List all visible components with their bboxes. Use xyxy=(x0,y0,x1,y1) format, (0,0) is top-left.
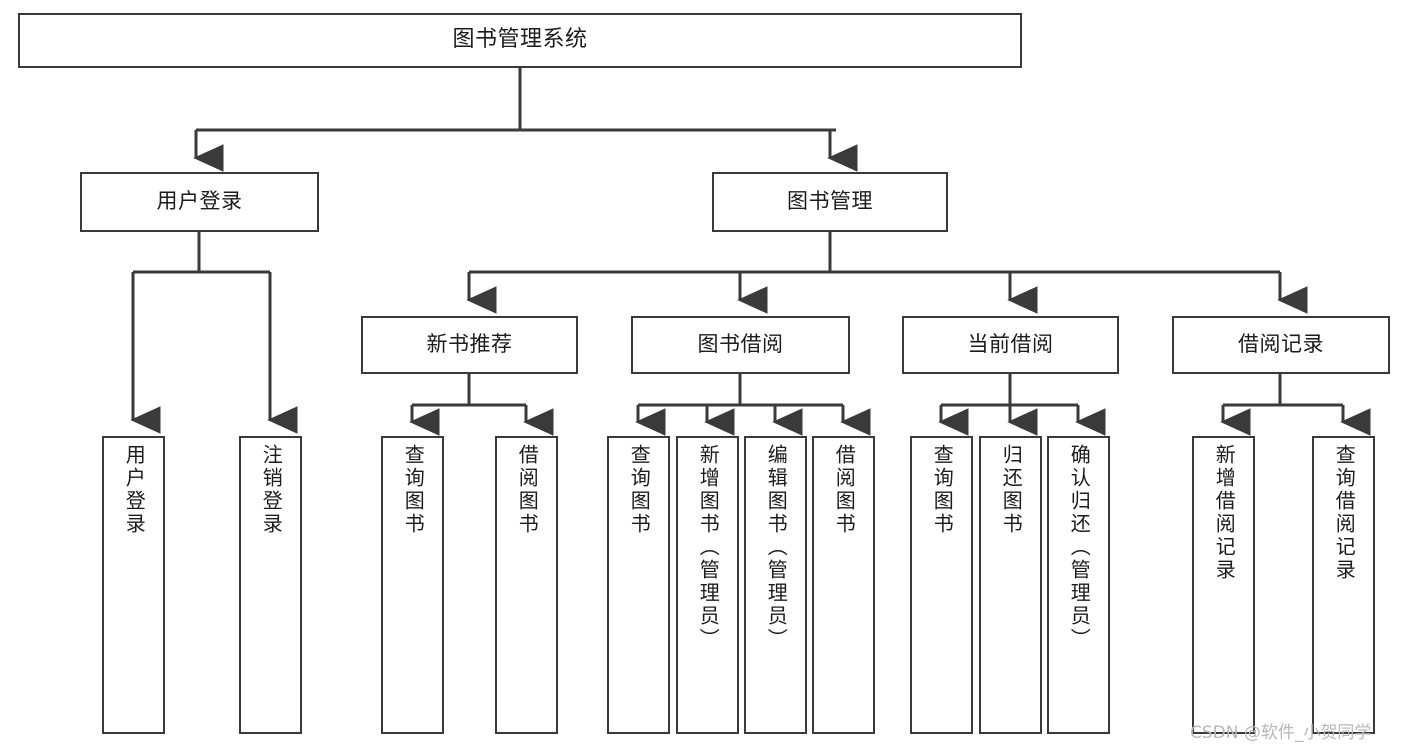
node-book-borrow-label: 图书借阅 xyxy=(697,332,784,357)
node-leaf-borrow-book-1-label: 借阅图书 xyxy=(515,444,540,536)
node-leaf-confirm-return[interactable]: 确认归还（管理员） xyxy=(1047,436,1110,734)
node-root-label: 图书管理系统 xyxy=(452,27,588,53)
node-leaf-return-book[interactable]: 归还图书 xyxy=(979,436,1042,734)
node-borrow-record-label: 借阅记录 xyxy=(1238,332,1324,357)
node-leaf-add-book-label: 新增图书（管理员） xyxy=(696,444,721,651)
node-leaf-borrow-book-1[interactable]: 借阅图书 xyxy=(495,436,558,734)
node-leaf-query-book-3-label: 查询图书 xyxy=(930,444,955,536)
node-leaf-add-record[interactable]: 新增借阅记录 xyxy=(1192,436,1255,734)
node-leaf-query-book-2-label: 查询图书 xyxy=(627,444,652,536)
node-leaf-edit-book[interactable]: 编辑图书（管理员） xyxy=(744,436,807,734)
node-leaf-user-login[interactable]: 用户登录 xyxy=(102,436,165,734)
node-new-book-recommend-label: 新书推荐 xyxy=(426,332,513,357)
node-leaf-confirm-return-label: 确认归还（管理员） xyxy=(1067,444,1092,651)
node-leaf-add-record-label: 新增借阅记录 xyxy=(1212,444,1237,582)
node-leaf-return-book-label: 归还图书 xyxy=(999,444,1024,536)
node-book-management-label: 图书管理 xyxy=(787,189,873,214)
node-leaf-query-book-1-label: 查询图书 xyxy=(401,444,426,536)
node-leaf-query-book-1[interactable]: 查询图书 xyxy=(381,436,444,734)
node-leaf-add-book[interactable]: 新增图书（管理员） xyxy=(676,436,739,734)
node-leaf-borrow-book-2[interactable]: 借阅图书 xyxy=(812,436,875,734)
node-leaf-borrow-book-2-label: 借阅图书 xyxy=(832,444,857,536)
node-borrow-record[interactable]: 借阅记录 xyxy=(1172,316,1390,374)
node-user-login-label: 用户登录 xyxy=(156,189,243,214)
node-leaf-logout-login-label: 注销登录 xyxy=(259,444,284,536)
node-current-borrow-label: 当前借阅 xyxy=(967,332,1054,357)
node-leaf-query-record[interactable]: 查询借阅记录 xyxy=(1312,436,1375,734)
node-leaf-edit-book-label: 编辑图书（管理员） xyxy=(764,444,789,651)
node-current-borrow[interactable]: 当前借阅 xyxy=(902,316,1119,374)
node-book-management[interactable]: 图书管理 xyxy=(712,172,948,232)
node-new-book-recommend[interactable]: 新书推荐 xyxy=(361,316,578,374)
node-user-login[interactable]: 用户登录 xyxy=(80,172,319,232)
node-root[interactable]: 图书管理系统 xyxy=(18,13,1022,68)
node-leaf-query-book-3[interactable]: 查询图书 xyxy=(910,436,973,734)
watermark-text: CSDN @软件_小贺同学 xyxy=(1190,723,1372,743)
node-leaf-logout-login[interactable]: 注销登录 xyxy=(239,436,302,734)
node-book-borrow[interactable]: 图书借阅 xyxy=(631,316,850,374)
node-leaf-user-login-label: 用户登录 xyxy=(122,444,147,536)
node-leaf-query-book-2[interactable]: 查询图书 xyxy=(607,436,670,734)
node-leaf-query-record-label: 查询借阅记录 xyxy=(1332,444,1357,582)
